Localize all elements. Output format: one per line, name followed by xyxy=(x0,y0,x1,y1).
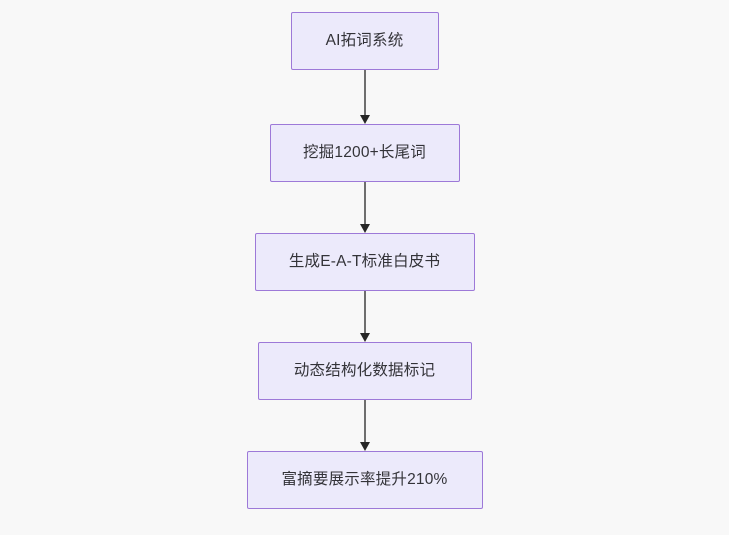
flowchart-node-1-label: AI拓词系统 xyxy=(325,32,404,50)
flowchart-node-4[interactable]: 动态结构化数据标记 xyxy=(257,342,472,400)
edge-4-arrowhead-icon xyxy=(359,442,370,451)
edge-3-line xyxy=(363,291,366,333)
flowchart-node-4-label: 动态结构化数据标记 xyxy=(293,362,436,380)
flowchart-node-3-label: 生成E-A-T标准白皮书 xyxy=(288,253,441,271)
flowchart-edge-1 xyxy=(358,70,372,124)
edge-2-arrowhead-icon xyxy=(359,224,370,233)
flowchart-edge-3 xyxy=(358,291,372,342)
edge-1-arrowhead-icon xyxy=(359,115,370,124)
flowchart-node-2-label: 挖掘1200+长尾词 xyxy=(302,144,427,162)
flowchart-node-3[interactable]: 生成E-A-T标准白皮书 xyxy=(254,233,475,291)
flowchart-node-5-label: 富摘要展示率提升210% xyxy=(281,471,448,489)
edge-4-line xyxy=(363,400,366,442)
flowchart-node-1[interactable]: AI拓词系统 xyxy=(290,12,439,70)
edge-2-line xyxy=(363,182,366,224)
edge-1-line xyxy=(363,70,366,115)
flowchart-node-2[interactable]: 挖掘1200+长尾词 xyxy=(269,124,460,182)
edge-3-arrowhead-icon xyxy=(359,333,370,342)
flowchart-edge-2 xyxy=(358,182,372,233)
flowchart-node-5[interactable]: 富摘要展示率提升210% xyxy=(246,451,483,509)
flowchart-edge-4 xyxy=(358,400,372,451)
